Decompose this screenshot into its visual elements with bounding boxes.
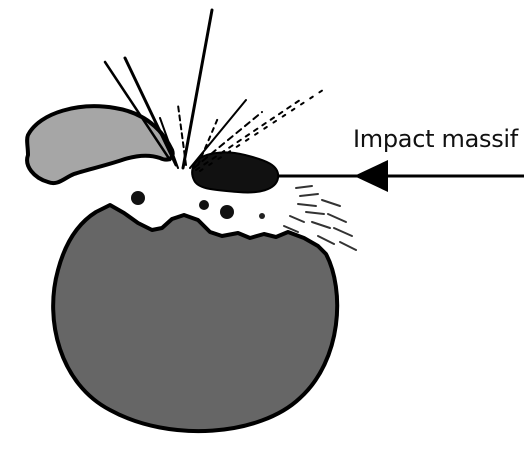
debris-rock xyxy=(220,205,234,219)
debris-rock xyxy=(131,191,145,205)
debris-rock xyxy=(259,213,265,219)
impact-arrow xyxy=(278,160,524,192)
debris-rock xyxy=(199,200,209,210)
impact-label: Impact massif xyxy=(353,125,526,153)
ejected-debris-chunk xyxy=(27,106,173,183)
impact-arrowhead xyxy=(354,160,388,192)
planet-body xyxy=(53,205,337,431)
